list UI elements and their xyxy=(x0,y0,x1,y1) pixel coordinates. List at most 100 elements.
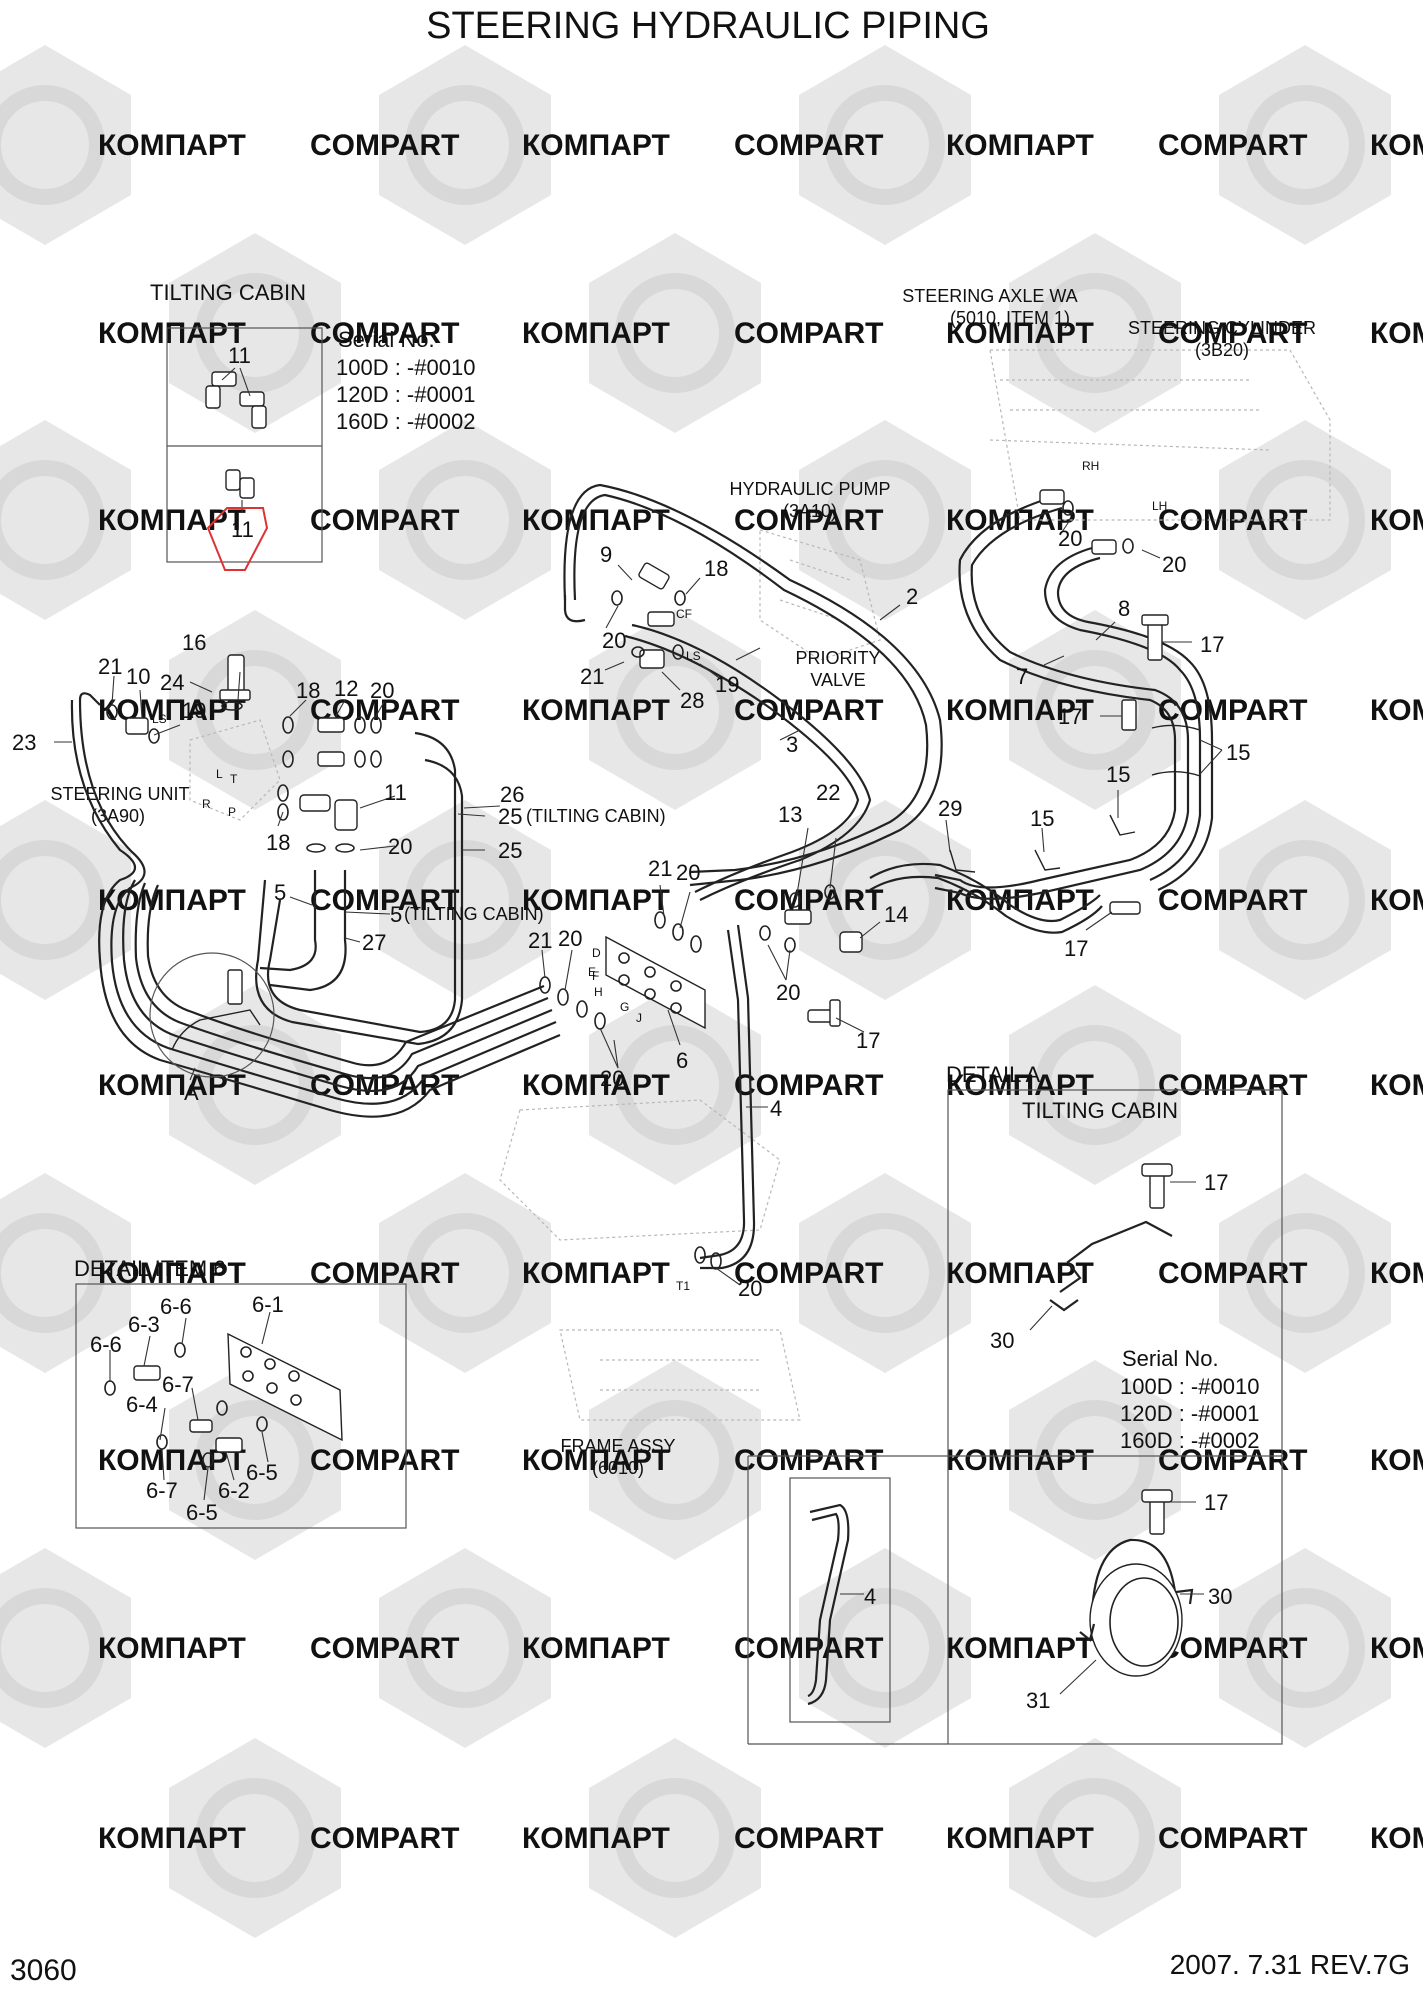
watermark-word: КОМПАРТ xyxy=(1370,1069,1423,1102)
serial-line-2: 120D : -#0001 xyxy=(336,382,475,407)
straight-fitting-pair-icon xyxy=(225,469,255,512)
detail-a-callout-4: 4 xyxy=(864,1584,876,1609)
watermark-logo-ring xyxy=(1245,1588,1365,1708)
callout-10: 10 xyxy=(126,664,150,689)
callout-5-note: (TILTING CABIN) xyxy=(404,904,544,924)
watermark-hexagon xyxy=(1009,1738,1181,1938)
watermark-logo-ring xyxy=(1245,840,1365,960)
watermark-word: КОМПАРТ xyxy=(98,317,246,350)
watermark-logo-ring xyxy=(825,1213,945,1333)
detail6-label: 6-3 xyxy=(128,1312,160,1337)
watermark-word: COMPART xyxy=(734,129,883,162)
serial-title: Serial No. xyxy=(338,327,435,352)
port-labels: RH LH CF LS LS L T R P T1 D E F G H J xyxy=(152,459,1167,1293)
watermark-logo-ring xyxy=(1035,273,1155,393)
watermark-hexagon xyxy=(169,1738,341,1938)
watermark-logo-ring xyxy=(0,460,105,580)
port-cf: CF xyxy=(676,607,692,621)
frame-assy-ref: (6010) xyxy=(592,1458,644,1478)
watermark-hexagon xyxy=(379,420,551,620)
steering-unit-label: STEERING UNIT xyxy=(50,784,189,804)
watermark-word: КОМПАРТ xyxy=(1370,317,1423,350)
watermark-hexagon xyxy=(1219,1173,1391,1373)
watermark-logo-ring xyxy=(615,273,735,393)
callout-17: 17 xyxy=(1064,936,1088,961)
port-t1: T1 xyxy=(676,1279,690,1293)
callout-5: 5 xyxy=(274,880,286,905)
port-r: R xyxy=(202,797,211,811)
watermark-word: COMPART xyxy=(310,1632,459,1665)
callout-14: 14 xyxy=(884,902,908,927)
watermark-logo-ring xyxy=(405,460,525,580)
callout-24: 24 xyxy=(160,670,184,695)
watermark-word: КОМПАРТ xyxy=(522,317,670,350)
detail-a-serial-1: 100D : -#0010 xyxy=(1120,1374,1259,1399)
callout-18: 18 xyxy=(296,678,320,703)
watermark-word: КОМПАРТ xyxy=(946,129,1094,162)
port-t: T xyxy=(230,772,238,786)
hydraulic-pump-ref: (3A10) xyxy=(783,501,837,521)
callout-20: 20 xyxy=(776,980,800,1005)
watermark-logo-ring xyxy=(1245,85,1365,205)
watermark-logo-ring xyxy=(615,1025,735,1145)
watermark-hexagon xyxy=(1219,1548,1391,1748)
priority-valve-label-2: VALVE xyxy=(810,670,865,690)
detail-a-title: DETAIL A xyxy=(946,1062,1040,1087)
callout-20: 20 xyxy=(370,678,394,703)
watermark-word: КОМПАРТ xyxy=(1370,1444,1423,1477)
watermark-word: КОМПАРТ xyxy=(98,504,246,537)
watermark-hexagon xyxy=(799,1548,971,1748)
callout-20: 20 xyxy=(600,1066,624,1091)
detail6-label: 6-7 xyxy=(146,1478,178,1503)
watermark-hexagon xyxy=(379,45,551,245)
watermark-hexagon xyxy=(589,985,761,1185)
port-e: E xyxy=(588,965,596,979)
priority-valve-label-1: PRIORITY xyxy=(795,648,880,668)
serial-line-3: 160D : -#0002 xyxy=(336,409,475,434)
watermark-word: КОМПАРТ xyxy=(1370,1632,1423,1665)
port-d: D xyxy=(592,946,601,960)
watermark-logo-ring xyxy=(825,85,945,205)
steering-unit-ref: (3A90) xyxy=(91,806,145,826)
callout-19: 19 xyxy=(182,698,206,723)
callout-28: 28 xyxy=(680,688,704,713)
port-h: H xyxy=(594,985,603,999)
watermark-word: COMPART xyxy=(310,1444,459,1477)
callout-6: 6 xyxy=(676,1048,688,1073)
tilting-cabin-title: TILTING CABIN xyxy=(150,280,306,305)
detail6-label: 6-2 xyxy=(218,1478,250,1503)
callout-20-lh: 20 xyxy=(1162,552,1186,577)
port-f: F xyxy=(592,969,599,983)
callout-25-tilting: 25 xyxy=(498,804,522,829)
watermark-word: КОМПАРТ xyxy=(1370,1257,1423,1290)
watermark-word: КОМПАРТ xyxy=(98,129,246,162)
callout-25-note: (TILTING CABIN) xyxy=(526,806,666,826)
port-ls-unit: LS xyxy=(152,712,167,726)
watermark-word: КОМПАРТ xyxy=(522,1069,670,1102)
callouts: 9 18 20 21 28 19 2 3 20 20 8 7 17 17 15 … xyxy=(12,519,1250,1301)
steering-cylinder-label: STEERING CYLINDER xyxy=(1128,318,1316,338)
port-p: P xyxy=(228,805,236,819)
watermark-hexagon xyxy=(1009,1360,1181,1560)
detail6-label: 6-5 xyxy=(186,1500,218,1525)
detail-a-callout-30: 30 xyxy=(990,1328,1014,1353)
watermark-word: COMPART xyxy=(734,1632,883,1665)
detail-a-serial-2: 120D : -#0001 xyxy=(1120,1401,1259,1426)
callout-22: 22 xyxy=(816,780,840,805)
port-l: L xyxy=(216,767,223,781)
watermark-hexagon xyxy=(379,1548,551,1748)
detail-item-6: DETAIL ITEM 6 6-6 6-3 6-1 6-6 6-7 6-4 6-… xyxy=(74,1256,407,1529)
callout-20: 20 xyxy=(676,860,700,885)
highlight-hexagon xyxy=(206,507,269,571)
tilting-cabin-inset: TILTING CABIN 11 11 Serial No. 100D : -#… xyxy=(150,280,475,571)
watermark-logo-ring xyxy=(825,460,945,580)
hydraulic-pump-label: HYDRAULIC PUMP xyxy=(729,479,890,499)
detail-a-serial-3: 160D : -#0002 xyxy=(1120,1428,1259,1453)
callout-2: 2 xyxy=(906,584,918,609)
ghost-machinery xyxy=(189,349,1331,1421)
watermark-logo-ring xyxy=(1035,1400,1155,1520)
watermark-logo-ring xyxy=(405,1588,525,1708)
watermark-word: КОМПАРТ xyxy=(522,1822,670,1855)
callout-21: 21 xyxy=(98,654,122,679)
watermark-logo-ring xyxy=(0,85,105,205)
